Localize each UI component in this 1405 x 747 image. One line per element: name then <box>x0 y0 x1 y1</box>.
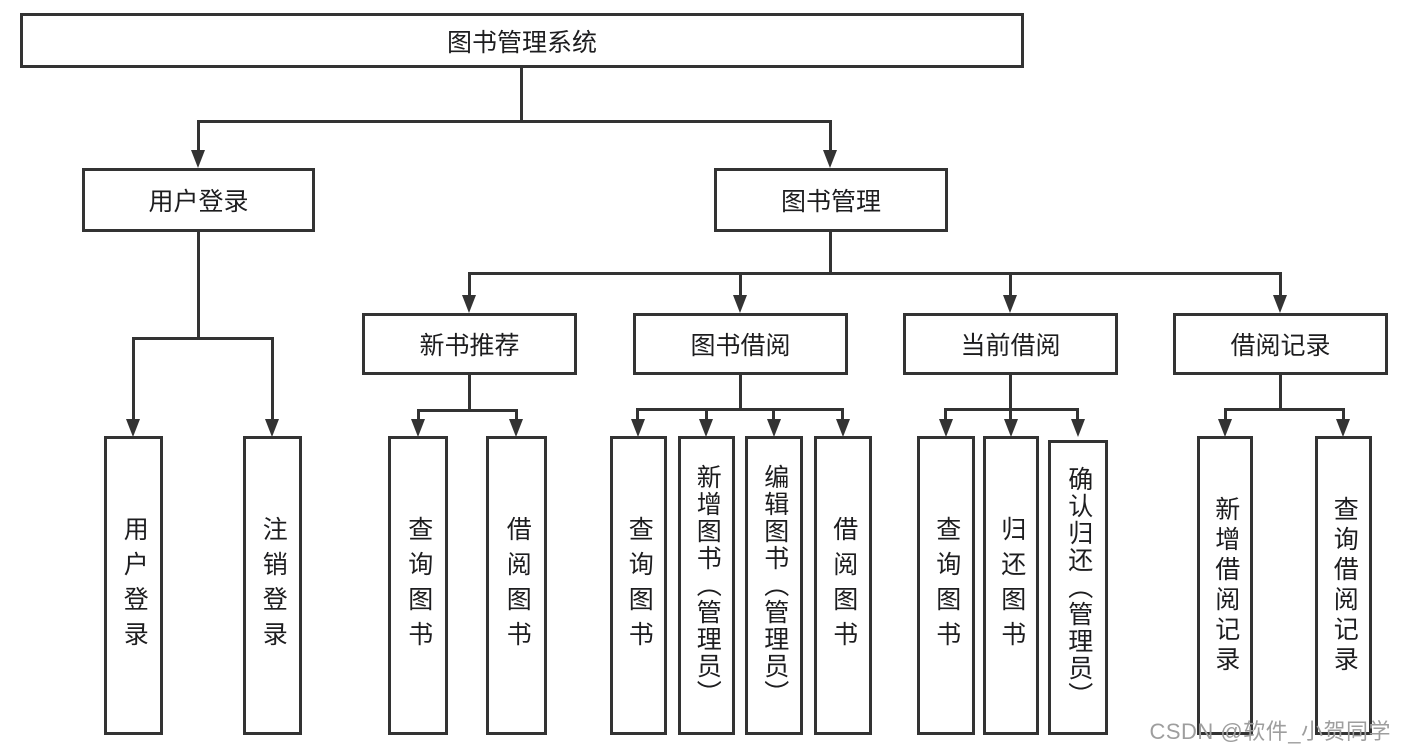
connector-bb-trunk <box>739 375 742 408</box>
connector-drop <box>739 272 742 296</box>
node-user-login-label: 用户登录 <box>148 188 249 216</box>
arrow-down-icon <box>411 419 425 437</box>
leaf-nbr-query-books-label: 查询图书 <box>404 515 433 656</box>
connector-drop <box>705 408 708 421</box>
leaf-user-login: 用户登录 <box>104 436 163 735</box>
arrow-down-icon <box>767 419 781 437</box>
leaf-logout-label: 注销登录 <box>259 515 288 656</box>
leaf-cb-confirm-return-admin: 确认归还（管理员） <box>1048 440 1108 735</box>
leaf-bb-borrow-books-label: 借阅图书 <box>829 515 858 656</box>
leaf-bb-edit-books-admin-label: 编辑图书（管理员） <box>760 464 789 707</box>
leaf-bb-edit-books-admin: 编辑图书（管理员） <box>745 436 803 735</box>
arrow-down-icon <box>939 419 953 437</box>
connector-root-branch <box>197 120 832 123</box>
connector-bb-branch <box>636 408 844 411</box>
connector-nbr-branch <box>417 409 518 412</box>
node-book-management: 图书管理 <box>714 168 948 232</box>
connector-drop <box>772 408 775 421</box>
connector-drop <box>841 408 844 421</box>
connector-br-trunk <box>1279 375 1282 408</box>
node-book-management-label: 图书管理 <box>780 188 881 216</box>
arrow-down-icon <box>1004 419 1018 437</box>
leaf-cb-return-books-label: 归还图书 <box>997 515 1026 656</box>
leaf-bb-query-books: 查询图书 <box>610 436 667 735</box>
arrow-down-icon <box>509 419 523 437</box>
leaf-cb-query-books-label: 查询图书 <box>932 515 961 656</box>
node-current-borrow: 当前借阅 <box>903 313 1118 375</box>
leaf-bb-add-books-admin: 新增图书（管理员） <box>678 436 735 735</box>
connector-root-trunk <box>520 68 523 120</box>
connector-drop <box>271 337 274 421</box>
node-borrow-records: 借阅记录 <box>1173 313 1388 375</box>
leaf-cb-query-books: 查询图书 <box>917 436 975 735</box>
leaf-bb-add-books-admin-label: 新增图书（管理员） <box>693 464 722 707</box>
arrow-down-icon <box>462 295 476 313</box>
leaf-br-add-record-label: 新增借阅记录 <box>1211 495 1240 676</box>
leaf-nbr-query-books: 查询图书 <box>388 436 448 735</box>
connector-drop <box>829 120 832 151</box>
leaf-bb-query-books-label: 查询图书 <box>625 515 654 656</box>
arrow-down-icon <box>126 419 140 437</box>
connector-drop <box>197 120 200 151</box>
node-new-book-recommend: 新书推荐 <box>362 313 577 375</box>
arrow-down-icon <box>265 419 279 437</box>
arrow-down-icon <box>699 419 713 437</box>
node-book-borrow-label: 图书借阅 <box>690 332 791 360</box>
connector-cb-trunk <box>1009 375 1012 408</box>
connector-drop <box>1076 408 1079 421</box>
arrow-down-icon <box>1273 295 1287 313</box>
arrow-down-icon <box>631 419 645 437</box>
connector-nbr-trunk <box>468 375 471 409</box>
connector-drop <box>132 337 135 421</box>
arrow-down-icon <box>1003 295 1017 313</box>
arrow-down-icon <box>733 295 747 313</box>
connector-drop <box>1279 272 1282 296</box>
connector-drop <box>468 272 471 296</box>
leaf-cb-return-books: 归还图书 <box>983 436 1039 735</box>
node-new-book-recommend-label: 新书推荐 <box>419 332 520 360</box>
connector-drop <box>1009 272 1012 296</box>
node-book-borrow: 图书借阅 <box>633 313 848 375</box>
arrow-down-icon <box>836 419 850 437</box>
connector-drop <box>944 408 947 421</box>
csdn-watermark: CSDN @软件_小贺同学 <box>1149 719 1391 744</box>
connector-drop <box>1342 408 1345 421</box>
leaf-logout: 注销登录 <box>243 436 302 735</box>
node-user-login: 用户登录 <box>82 168 315 232</box>
leaf-br-query-record-label: 查询借阅记录 <box>1330 495 1359 676</box>
leaf-nbr-borrow-books-label: 借阅图书 <box>503 515 532 656</box>
node-root: 图书管理系统 <box>20 13 1024 68</box>
connector-drop <box>417 409 420 421</box>
node-root-label: 图书管理系统 <box>446 28 597 57</box>
connector-drop <box>1224 408 1227 421</box>
arrow-down-icon <box>823 150 837 168</box>
arrow-down-icon <box>191 150 205 168</box>
leaf-bb-borrow-books: 借阅图书 <box>814 436 872 735</box>
connector-book-mgmt-branch <box>468 272 1282 275</box>
connector-br-branch <box>1224 408 1345 411</box>
connector-user-login-branch <box>132 337 274 340</box>
leaf-br-add-record: 新增借阅记录 <box>1197 436 1253 735</box>
connector-drop <box>1009 408 1012 421</box>
node-borrow-records-label: 借阅记录 <box>1230 332 1331 360</box>
leaf-user-login-label: 用户登录 <box>120 515 149 656</box>
leaf-cb-confirm-return-admin-label: 确认归还（管理员） <box>1064 466 1093 709</box>
leaf-br-query-record: 查询借阅记录 <box>1315 436 1372 735</box>
node-current-borrow-label: 当前借阅 <box>960 332 1061 360</box>
arrow-down-icon <box>1218 419 1232 437</box>
arrow-down-icon <box>1336 419 1350 437</box>
leaf-nbr-borrow-books: 借阅图书 <box>486 436 547 735</box>
connector-drop <box>636 408 639 421</box>
arrow-down-icon <box>1071 419 1085 437</box>
connector-drop <box>515 409 518 421</box>
connector-user-login-trunk <box>197 232 200 337</box>
connector-book-mgmt-trunk <box>829 232 832 272</box>
